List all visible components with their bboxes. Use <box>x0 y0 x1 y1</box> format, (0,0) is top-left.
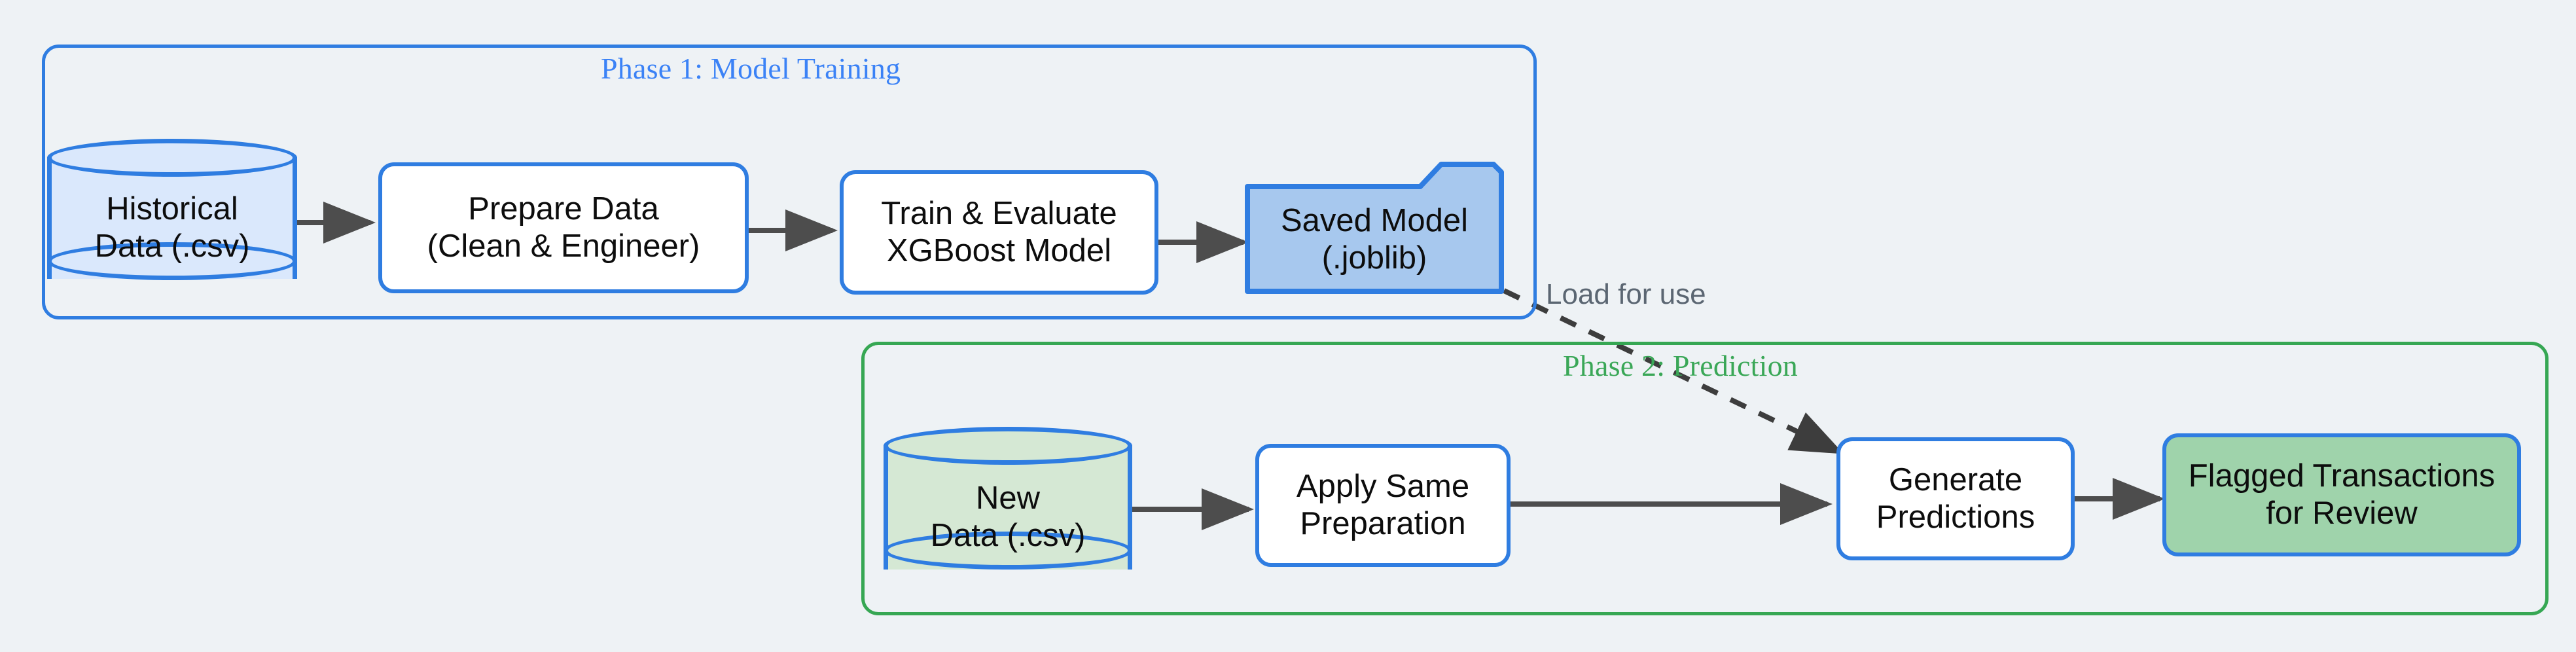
cylinder-bottom-ellipse <box>884 532 1132 570</box>
folder-shape <box>1245 162 1504 294</box>
phase-2-container <box>861 342 2549 615</box>
node-train-evaluate-label: Train & Evaluate XGBoost Model <box>881 196 1117 268</box>
node-flagged-transactions-label: Flagged Transactions for Review <box>2188 458 2496 531</box>
node-new-data[interactable]: New Data (.csv) <box>884 427 1132 588</box>
node-flagged-transactions[interactable]: Flagged Transactions for Review <box>2162 433 2521 556</box>
node-prepare-data[interactable]: Prepare Data (Clean & Engineer) <box>378 162 749 293</box>
edge-label-load-for-use: Load for use <box>1546 278 1706 310</box>
phase-1-title: Phase 1: Model Training <box>601 52 901 85</box>
node-train-evaluate[interactable]: Train & Evaluate XGBoost Model <box>840 170 1158 295</box>
node-generate-predictions[interactable]: Generate Predictions <box>1836 437 2075 560</box>
node-apply-same-preparation[interactable]: Apply Same Preparation <box>1255 444 1511 567</box>
phase-2-title: Phase 2: Prediction <box>1563 349 1798 382</box>
node-prepare-data-label: Prepare Data (Clean & Engineer) <box>427 191 700 264</box>
cylinder-top-ellipse <box>884 427 1132 465</box>
node-apply-same-preparation-label: Apply Same Preparation <box>1296 469 1470 541</box>
node-generate-predictions-label: Generate Predictions <box>1876 462 2035 535</box>
cylinder-bottom-ellipse <box>47 242 297 280</box>
phase-1-container <box>42 45 1537 319</box>
node-saved-model-label: Saved Model (.joblib) <box>1280 202 1468 276</box>
node-historical-data-label: Historical Data (.csv) <box>94 191 250 264</box>
node-saved-model[interactable]: Saved Model (.joblib) <box>1245 160 1504 295</box>
cylinder-top-ellipse <box>47 139 297 177</box>
node-new-data-label: New Data (.csv) <box>930 480 1086 553</box>
node-historical-data[interactable]: Historical Data (.csv) <box>47 139 297 296</box>
